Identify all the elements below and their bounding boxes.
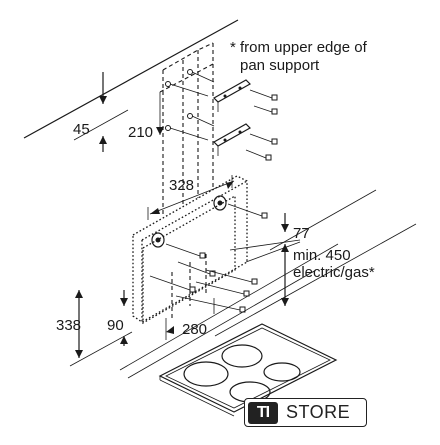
label-210: 210 xyxy=(128,124,153,141)
wall-bracket-upper xyxy=(213,79,251,112)
wall-bracket-lower xyxy=(213,123,251,156)
label-77: 77 xyxy=(293,225,310,242)
dimension-77 xyxy=(229,213,301,263)
ceiling-line xyxy=(23,19,239,139)
label-328: 328 xyxy=(169,177,194,194)
label-min-450: min. 450 xyxy=(293,247,351,264)
dimension-90 xyxy=(120,290,128,346)
note-line-1: * from upper edge of xyxy=(230,39,368,56)
logo-mark: TI xyxy=(248,401,278,424)
label-electric-gas: electric/gas* xyxy=(293,264,375,281)
wall-edges xyxy=(119,189,417,379)
label-280: 280 xyxy=(182,321,207,338)
dimension-328 xyxy=(147,175,235,220)
hob-zone-back-left xyxy=(221,344,263,368)
screws-lower xyxy=(149,203,268,313)
hob-zone-front-left xyxy=(183,361,229,387)
dimension-280 xyxy=(165,298,215,340)
dimension-210 xyxy=(156,92,164,135)
logo-wordmark: STORE xyxy=(286,402,351,422)
hood-body-outline xyxy=(132,175,248,325)
chimney-dashed-extension xyxy=(171,254,207,318)
note-line-2: pan support xyxy=(240,57,320,74)
store-logo: TI STORE xyxy=(244,398,367,427)
label-338: 338 xyxy=(56,317,81,334)
dimension-45 xyxy=(73,72,129,152)
label-90: 90 xyxy=(107,317,124,334)
label-45: 45 xyxy=(73,121,90,138)
screws-upper xyxy=(165,69,278,161)
fixing-holes xyxy=(151,195,227,248)
dimension-338 xyxy=(69,290,133,367)
hob-zone-back-right xyxy=(263,362,301,382)
cooktop xyxy=(158,323,338,417)
